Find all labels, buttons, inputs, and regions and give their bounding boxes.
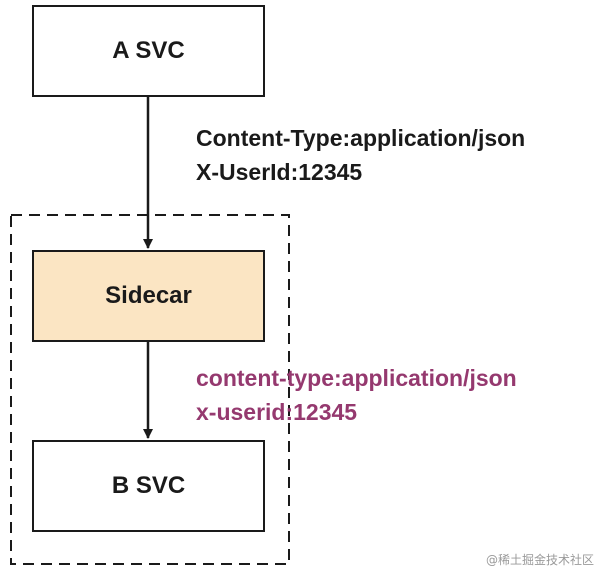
node-a-svc: A SVC	[32, 5, 265, 97]
headers-lowercased-label: content-type:application/json x-userid:1…	[196, 361, 517, 429]
header-content-type-lowercased: content-type:application/json	[196, 365, 517, 391]
header-content-type-original: Content-Type:application/json	[196, 125, 526, 151]
node-sidecar-label: Sidecar	[105, 282, 192, 309]
headers-original-label: Content-Type:application/json X-UserId:1…	[196, 121, 525, 189]
header-userid-lowercased: x-userid:12345	[196, 399, 358, 425]
node-a-svc-label: A SVC	[112, 37, 185, 64]
pod-boundary	[10, 214, 290, 565]
node-b-svc-label: B SVC	[111, 472, 186, 499]
header-userid-original: X-UserId:12345	[196, 159, 363, 185]
node-b-svc: B SVC	[32, 440, 265, 532]
watermark: @稀土掘金技术社区	[485, 553, 594, 567]
node-sidecar: Sidecar	[32, 250, 265, 342]
